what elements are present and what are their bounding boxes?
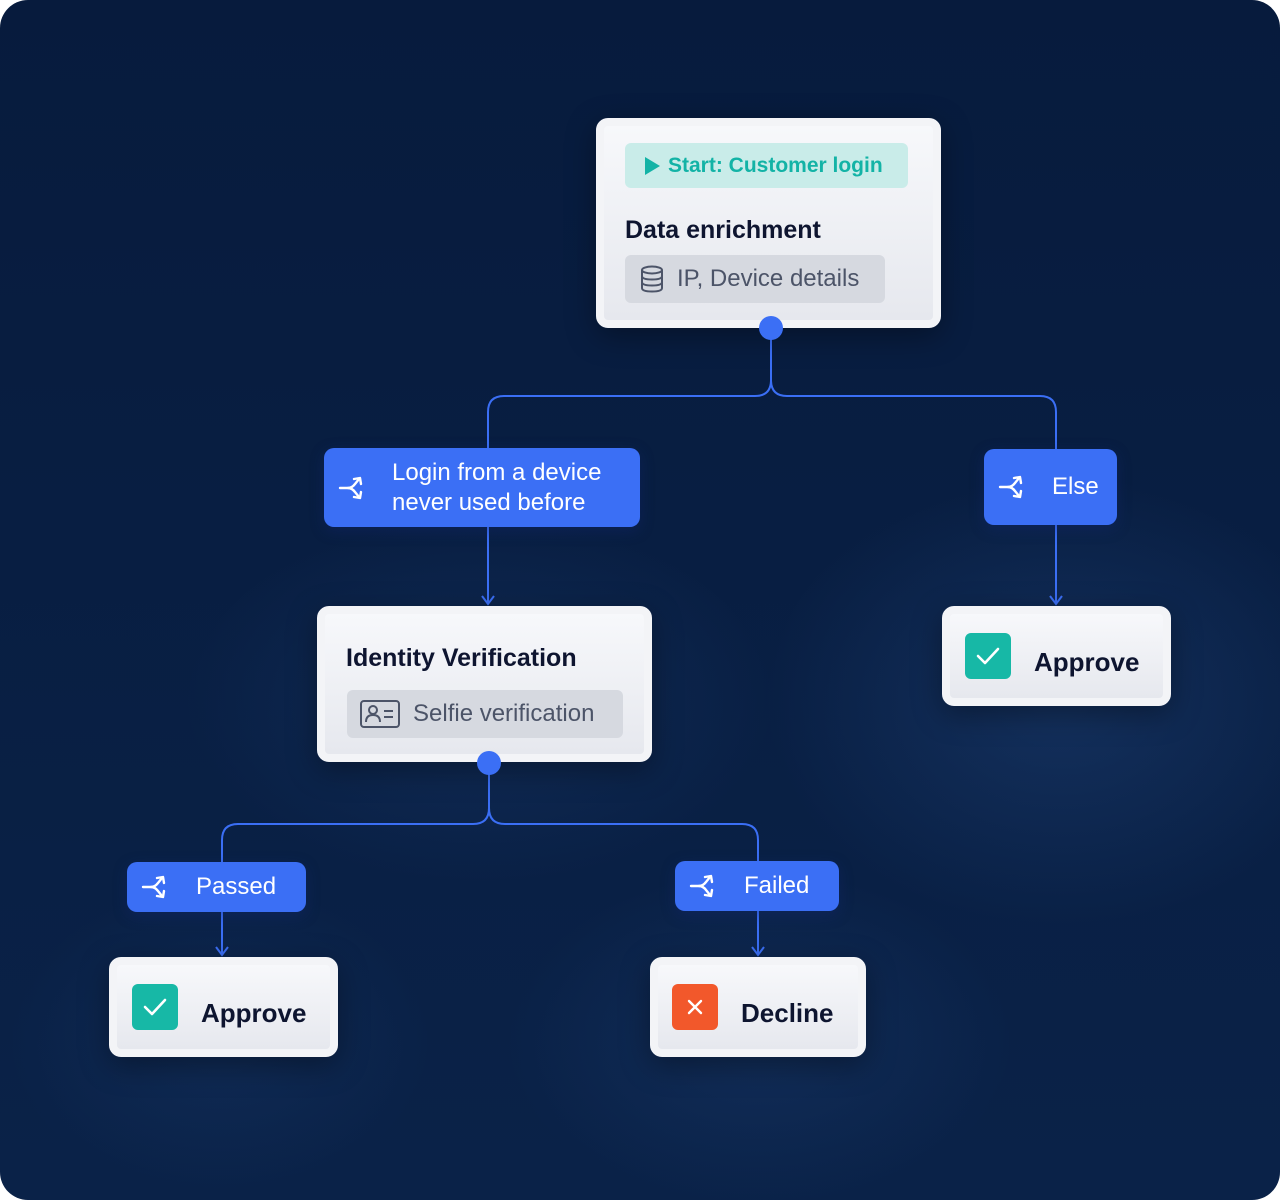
connector-identity-left [221, 807, 490, 862]
connector-start-trunk [770, 330, 1057, 450]
connector-identity-trunk [488, 765, 759, 861]
condition-passed-label: Passed [196, 873, 277, 900]
identity-node-card[interactable]: Identity Verification Selfie verificatio… [317, 606, 652, 762]
failed-decline-label: Decline [741, 998, 834, 1028]
condition-failed[interactable]: Failed [675, 861, 839, 911]
start-detail-chip: IP, Device details [625, 255, 885, 303]
x-icon [672, 984, 718, 1030]
check-icon [132, 984, 178, 1030]
identity-detail-chip: Selfie verification [347, 690, 623, 738]
check-icon [965, 633, 1011, 679]
start-node-card[interactable]: Start: Customer login Data enrichment IP… [596, 118, 941, 328]
passed-approve-card[interactable]: Approve [109, 957, 338, 1057]
passed-approve-label: Approve [201, 998, 307, 1028]
start-detail-label: IP, Device details [677, 265, 860, 292]
branch-icon [141, 875, 166, 899]
condition-else-label: Else [1052, 473, 1099, 500]
id-card-icon [360, 700, 400, 728]
condition-passed[interactable]: Passed [127, 862, 306, 912]
branch-icon [689, 874, 714, 898]
identity-detail-label: Selfie verification [413, 700, 595, 727]
failed-decline-card[interactable]: Decline [650, 957, 866, 1057]
branch-icon [338, 476, 363, 499]
database-icon [641, 265, 663, 293]
start-node-title: Data enrichment [625, 216, 821, 244]
else-approve-card[interactable]: Approve [942, 606, 1171, 706]
else-approve-label: Approve [1034, 647, 1140, 677]
identity-node-title: Identity Verification [346, 644, 577, 672]
condition-new-device-line2: never used before [392, 488, 586, 516]
start-trigger-chip: Start: Customer login [625, 143, 908, 188]
play-icon [645, 156, 660, 175]
condition-else[interactable]: Else [984, 449, 1117, 525]
condition-new-device-line1: Login from a device [392, 458, 602, 486]
condition-new-device[interactable]: Login from a device never used before [324, 448, 640, 527]
connector-start-left [487, 379, 772, 448]
identity-node-output-port[interactable] [477, 751, 501, 775]
start-trigger-label: Start: Customer login [668, 153, 883, 177]
branch-icon [998, 475, 1023, 499]
condition-failed-label: Failed [744, 872, 810, 899]
start-node-output-port[interactable] [759, 316, 783, 340]
